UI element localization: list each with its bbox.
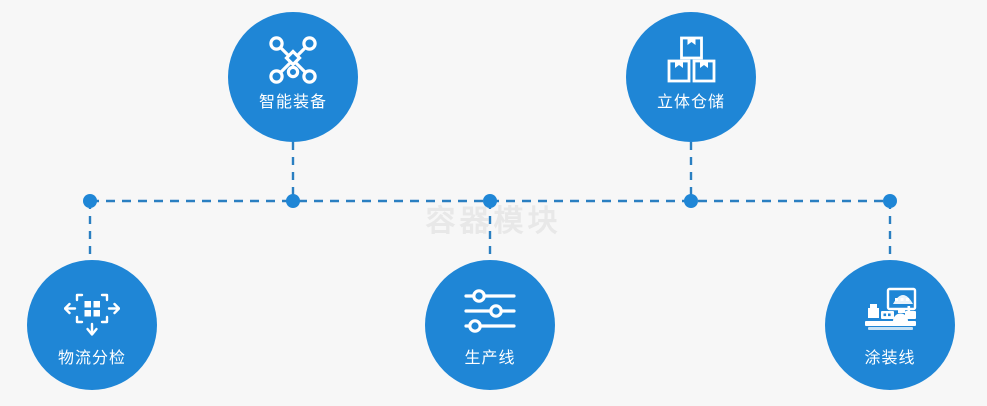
module-label-liti-cangchu: 立体仓储	[656, 92, 725, 111]
network-nodes-icon	[269, 36, 317, 84]
module-label-wuliu-fenjian: 物流分检	[57, 348, 126, 367]
module-label-shengchanxian: 生产线	[464, 348, 516, 367]
module-node-wuliu-fenjian[interactable]: 物流分检	[27, 260, 157, 390]
module-node-liti-cangchu[interactable]: 立体仓储	[626, 12, 756, 142]
module-node-shengchanxian[interactable]: 生产线	[425, 260, 555, 390]
module-label-zhineng-zhuangbei: 智能装备	[258, 92, 327, 111]
sorting-arrows-icon	[64, 293, 120, 336]
paint-booth-icon	[865, 287, 917, 330]
sliders-icon	[464, 289, 516, 333]
module-node-tuzhuangxian[interactable]: 涂装线	[825, 260, 955, 390]
module-node-zhineng-zhuangbei[interactable]: 智能装备	[228, 12, 358, 142]
watermark-text: 容器模块	[425, 204, 562, 239]
stacked-boxes-icon	[667, 36, 716, 83]
module-label-tuzhuangxian: 涂装线	[864, 348, 916, 367]
